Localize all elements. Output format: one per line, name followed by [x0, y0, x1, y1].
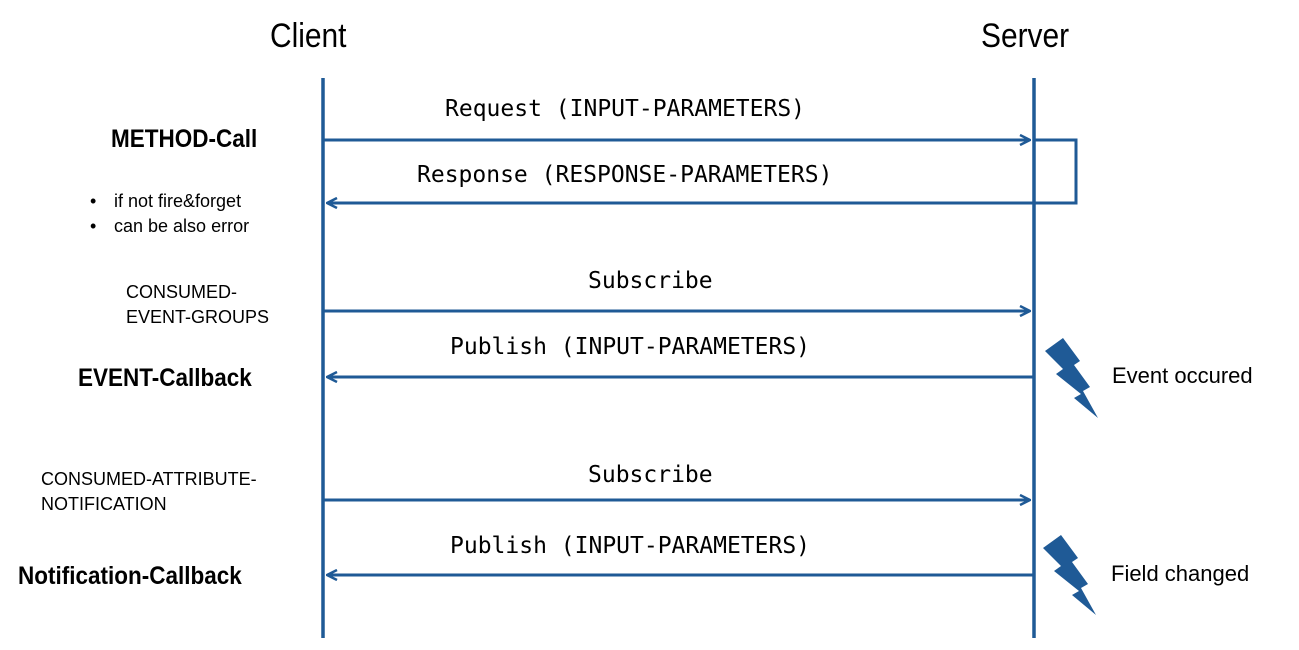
field-subscribe-label: Subscribe — [588, 462, 713, 488]
processing-bracket — [1034, 138, 1078, 205]
note-line: CONSUMED-ATTRIBUTE- — [41, 469, 257, 489]
field-changed-label: Field changed — [1111, 561, 1250, 586]
bullet-list-item: • can be also error — [90, 216, 249, 237]
bullet-dot: • — [90, 216, 97, 236]
note-line: EVENT-GROUPS — [126, 307, 270, 327]
field-publish-label: Publish (INPUT-PARAMETERS) — [450, 533, 811, 559]
event-publish-label: Publish (INPUT-PARAMETERS) — [450, 334, 811, 360]
note-line: CONSUMED- — [126, 282, 237, 302]
event-subscribe-label: Subscribe — [588, 268, 713, 294]
event-occured-label: Event occured — [1112, 363, 1253, 388]
bullet-dot: • — [90, 191, 97, 211]
consumed-event-groups-note: CONSUMED- EVENT-GROUPS — [126, 280, 269, 330]
lightning-bolt-icon — [1045, 338, 1098, 418]
response-message-label: Response (RESPONSE-PARAMETERS) — [417, 162, 833, 188]
event-callback-label: EVENT-Callback — [78, 364, 252, 392]
notification-callback-label: Notification-Callback — [18, 562, 242, 590]
request-message-label: Request (INPUT-PARAMETERS) — [445, 96, 806, 122]
method-call-label: METHOD-Call — [111, 125, 258, 153]
server-actor-label: Server — [981, 17, 1070, 55]
lightning-bolt-icon — [1043, 535, 1096, 615]
client-actor-label: Client — [270, 17, 347, 55]
note-line: NOTIFICATION — [41, 494, 167, 514]
bullet-list-item: • if not fire&forget — [90, 191, 241, 212]
bullet-text: can be also error — [114, 216, 250, 236]
consumed-attribute-notification-note: CONSUMED-ATTRIBUTE- NOTIFICATION — [41, 467, 257, 517]
bullet-text: if not fire&forget — [114, 191, 242, 211]
